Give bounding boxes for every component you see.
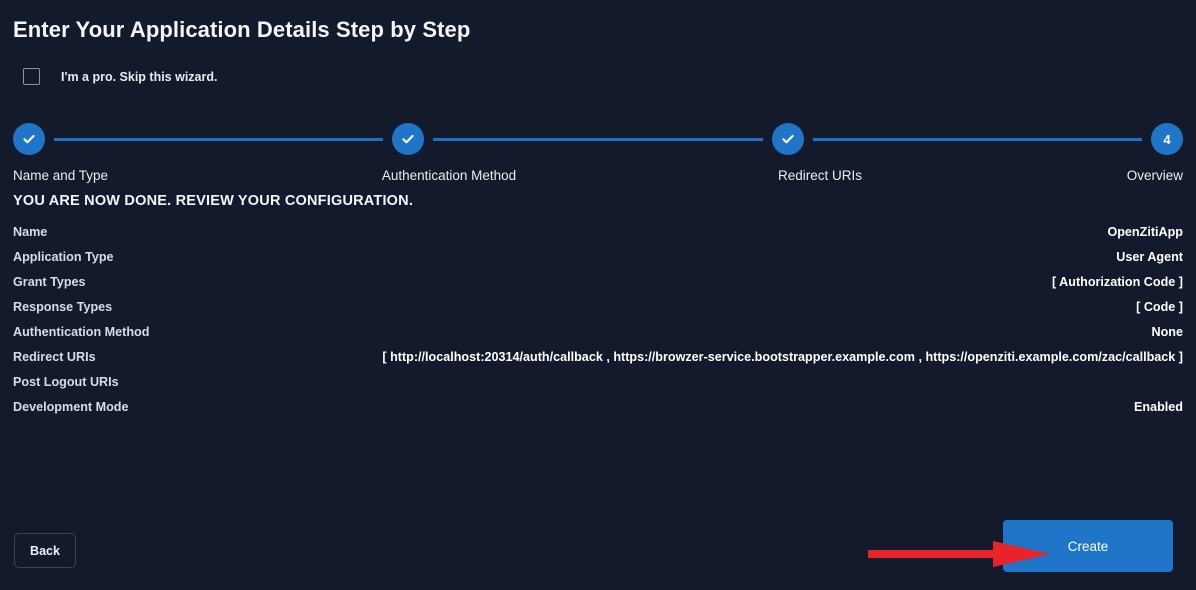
wizard-footer: Back Create	[13, 520, 1183, 572]
stepper-connector-1	[54, 137, 384, 141]
summary-value: Enabled	[1134, 400, 1183, 414]
skip-wizard-row[interactable]: I'm a pro. Skip this wizard.	[13, 68, 1183, 85]
summary-value: [ Authorization Code ]	[1051, 275, 1183, 289]
step-number: 4	[1163, 131, 1171, 147]
step-indicator-name-and-type[interactable]	[13, 123, 45, 155]
skip-wizard-checkbox[interactable]	[23, 68, 40, 85]
summary-row-authentication-method: Authentication Method None	[13, 325, 1183, 350]
summary-row-grant-types: Grant Types [ Authorization Code ]	[13, 275, 1183, 300]
back-button[interactable]: Back	[14, 533, 76, 568]
summary-value: [ http://localhost:20314/auth/callback ,…	[382, 350, 1183, 364]
summary-key: Development Mode	[13, 400, 129, 414]
check-icon	[780, 131, 796, 147]
step-label-overview[interactable]: Overview	[1126, 168, 1183, 183]
step-label-authentication-method[interactable]: Authentication Method	[381, 168, 517, 183]
step-indicator-redirect-uris[interactable]	[771, 123, 804, 155]
summary-value: User Agent	[1116, 250, 1183, 264]
summary-key: Authentication Method	[13, 325, 150, 339]
summary-key: Grant Types	[13, 275, 86, 289]
summary-key: Redirect URIs	[13, 350, 96, 364]
summary-key: Application Type	[13, 250, 114, 264]
summary-row-response-types: Response Types [ Code ]	[13, 300, 1183, 325]
step-label-redirect-uris[interactable]: Redirect URIs	[777, 168, 863, 183]
summary-row-post-logout-uris: Post Logout URIs	[13, 375, 1183, 400]
check-icon	[21, 131, 37, 147]
summary-row-application-type: Application Type User Agent	[13, 250, 1183, 275]
stepper-connector-2	[433, 137, 763, 141]
stepper-labels: Name and Type Authentication Method Redi…	[13, 167, 1183, 185]
summary-value: [ Code ]	[1136, 300, 1183, 314]
summary-heading: YOU ARE NOW DONE. REVIEW YOUR CONFIGURAT…	[13, 193, 414, 209]
summary-key: Name	[13, 225, 48, 239]
step-indicator-authentication-method[interactable]	[392, 123, 425, 155]
step-label-name-and-type[interactable]: Name and Type	[13, 168, 109, 183]
create-button[interactable]: Create	[1003, 520, 1173, 572]
check-icon	[400, 131, 416, 147]
page-title: Enter Your Application Details Step by S…	[13, 17, 471, 42]
summary-key: Post Logout URIs	[13, 375, 119, 389]
wizard-stepper: 4 Name and Type Authentication Method Re…	[13, 122, 1183, 183]
summary-row-redirect-uris: Redirect URIs [ http://localhost:20314/a…	[13, 350, 1183, 375]
configuration-summary-list: Name OpenZitiApp Application Type User A…	[13, 225, 1183, 425]
summary-row-development-mode: Development Mode Enabled	[13, 400, 1183, 425]
summary-row-name: Name OpenZitiApp	[13, 225, 1183, 250]
summary-value: OpenZitiApp	[1107, 225, 1183, 239]
summary-key: Response Types	[13, 300, 113, 314]
step-indicator-overview[interactable]: 4	[1150, 123, 1183, 155]
stepper-connector-3	[812, 137, 1142, 141]
summary-value: None	[1151, 325, 1183, 339]
skip-wizard-label: I'm a pro. Skip this wizard.	[61, 69, 218, 84]
stepper-track: 4	[13, 122, 1183, 156]
